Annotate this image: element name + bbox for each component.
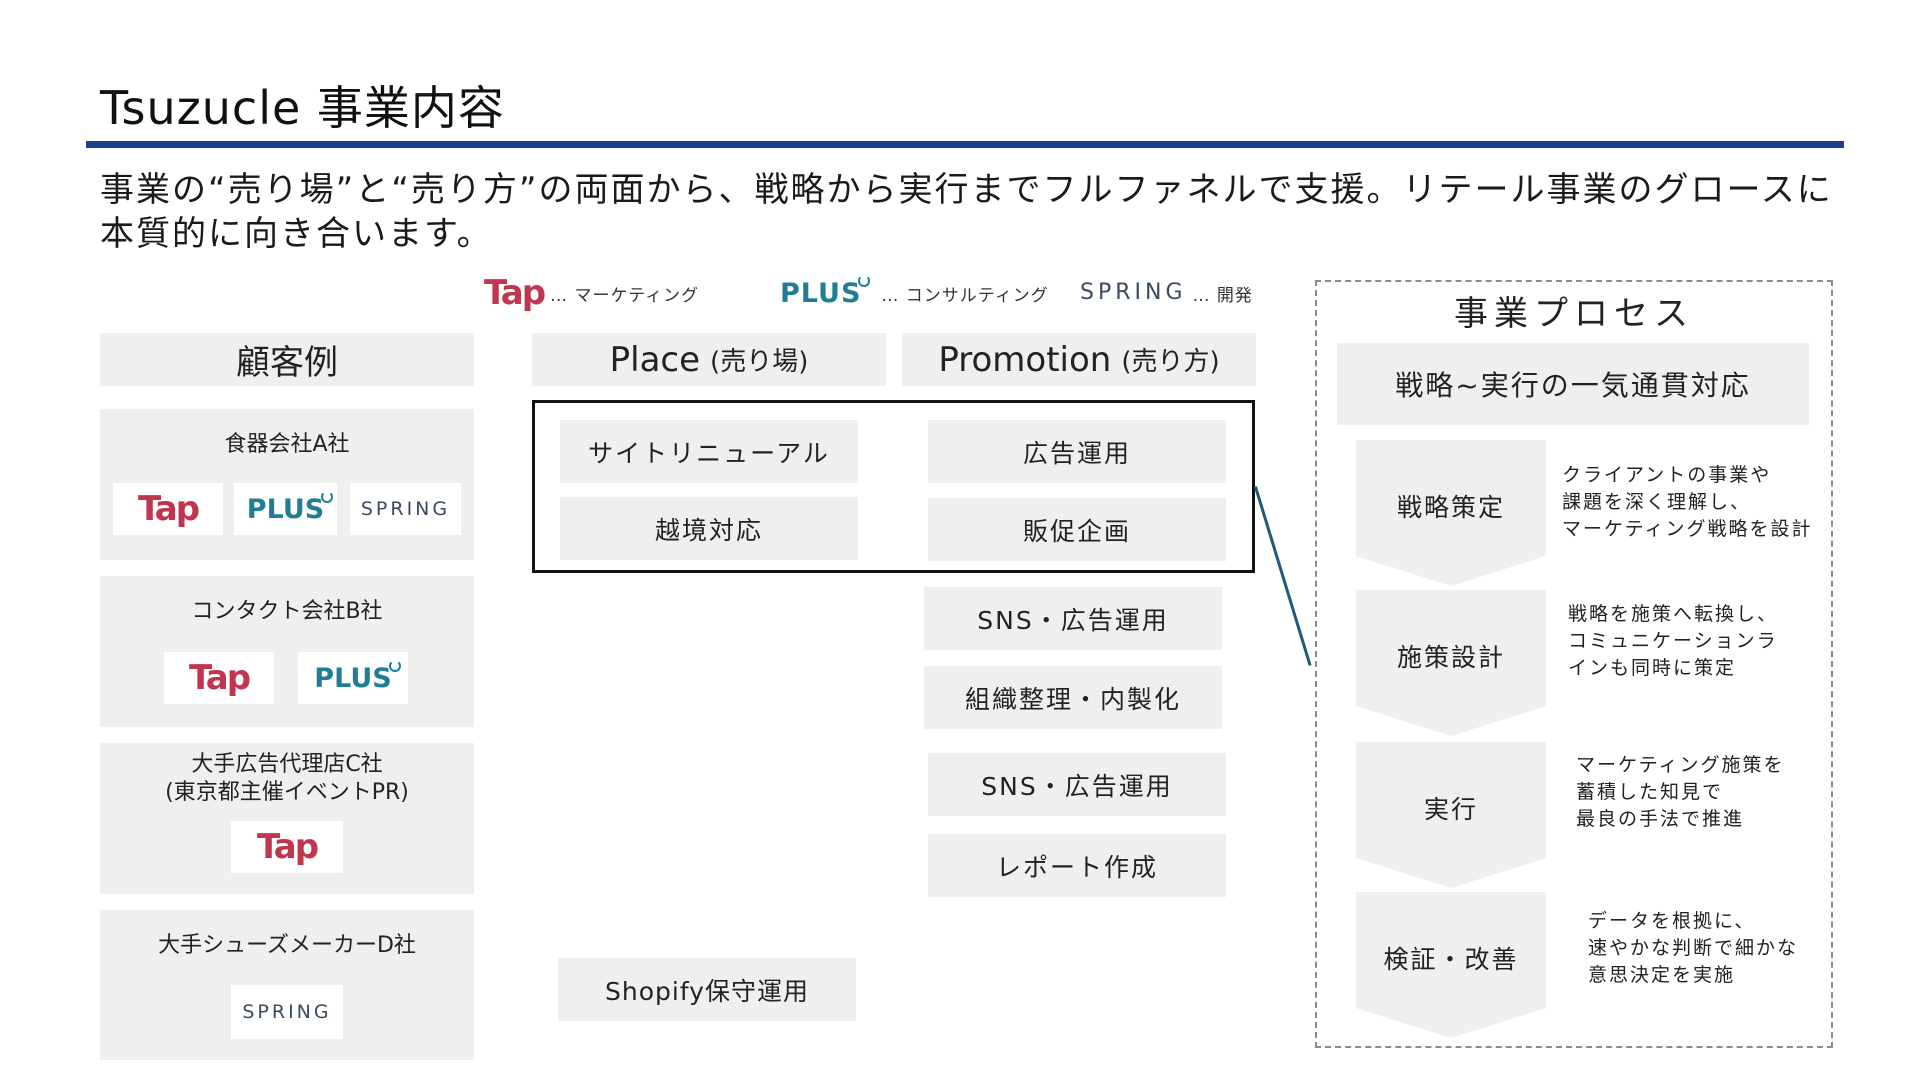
customer-card-a: 食器会社A社 Tap PLUS SPRING [100, 409, 474, 560]
step-description: データを根拠に、速やかな判断で細かな意思決定を実施 [1588, 910, 1799, 986]
service-chip: 越境対応 [560, 497, 858, 560]
service-chip: 広告運用 [928, 420, 1226, 483]
service-chip: 販促企画 [928, 498, 1226, 561]
title-divider [86, 141, 1844, 148]
step-label: 実行 [1423, 795, 1478, 824]
legend-spring: SPRING … 開発 [1080, 275, 1253, 311]
chevron-shape [1356, 590, 1546, 736]
page-title: Tsuzucle 事業内容 [100, 81, 505, 135]
customer-name: 大手シューズメーカーD社 [158, 933, 416, 958]
customer-card-c: 大手広告代理店C社 (東京都主催イベントPR) Tap [100, 743, 474, 894]
service-chip: 組織整理・内製化 [924, 666, 1222, 729]
plus-logo: PLUS [234, 483, 337, 535]
chevron-shape [1356, 742, 1546, 888]
service-chip: レポート作成 [928, 834, 1226, 897]
process-step-4: 検証・改善 [1356, 892, 1546, 1038]
step-description: マーケティング施策を蓄積した知見で最良の手法で推進 [1576, 754, 1785, 830]
tap-logo: Tap [231, 821, 343, 873]
chevron-shape [1356, 892, 1546, 1038]
spring-logo: SPRING [1080, 280, 1187, 305]
service-chip: SNS・広告運用 [928, 753, 1226, 816]
process-title: 事業プロセス [1454, 294, 1694, 334]
tap-logo: Tap [484, 273, 546, 313]
process-step-2: 施策設計 [1356, 590, 1546, 736]
plus-logo: PLUS [780, 274, 871, 307]
step-description: クライアントの事業や課題を深く理解し、マーケティング戦略を設計 [1562, 464, 1813, 540]
legend-plus-desc: … コンサルティング [881, 285, 1049, 306]
service-chip: サイトリニューアル [560, 420, 858, 483]
customer-card-d: 大手シューズメーカーD社 SPRING [100, 910, 474, 1060]
customer-card-b: コンタクト会社B社 Tap PLUS [100, 576, 474, 727]
step-label: 検証・改善 [1383, 945, 1519, 974]
tap-logo: Tap [164, 652, 274, 704]
customer-name: コンタクト会社B社 [191, 599, 383, 624]
legend-plus: PLUS … コンサルティング [780, 274, 1049, 311]
page-subtitle: 事業の“売り場”と“売り方”の両面から、戦略から実行までフルファネルで支援。リテ… [100, 170, 1833, 254]
spring-logo: SPRING [231, 985, 343, 1039]
customer-name: 食器会社A社 [224, 432, 350, 457]
service-chip: Shopify保守運用 [558, 958, 856, 1021]
connector-line [1254, 486, 1312, 666]
step-label: 施策設計 [1396, 643, 1505, 672]
customer-name: 大手広告代理店C社 [191, 752, 383, 777]
process-band: 戦略~実行の一気通貫対応 [1337, 343, 1809, 425]
legend-tap-desc: … マーケティング [550, 285, 700, 306]
process-panel [1315, 280, 1833, 1048]
step-description: 戦略を施策へ転換し、コミュニケーションラインも同時に策定 [1568, 603, 1779, 679]
legend-tap: Tap … マーケティング [484, 275, 699, 311]
legend-spring-desc: … 開発 [1192, 285, 1253, 306]
place-header: Place(売り場) [532, 333, 886, 386]
process-step-1: 戦略策定 [1356, 440, 1546, 586]
step-label: 戦略策定 [1396, 493, 1505, 522]
process-step-3: 実行 [1356, 742, 1546, 888]
plus-logo: PLUS [298, 652, 408, 704]
tap-logo: Tap [113, 483, 223, 535]
promotion-header: Promotion(売り方) [902, 333, 1256, 386]
customer-subname: (東京都主催イベントPR) [165, 780, 409, 805]
spring-logo: SPRING [350, 483, 461, 535]
service-chip: SNS・広告運用 [924, 587, 1222, 650]
highlight-frame [532, 400, 1255, 573]
customers-header: 顧客例 [100, 333, 474, 386]
chevron-shape [1356, 440, 1546, 586]
